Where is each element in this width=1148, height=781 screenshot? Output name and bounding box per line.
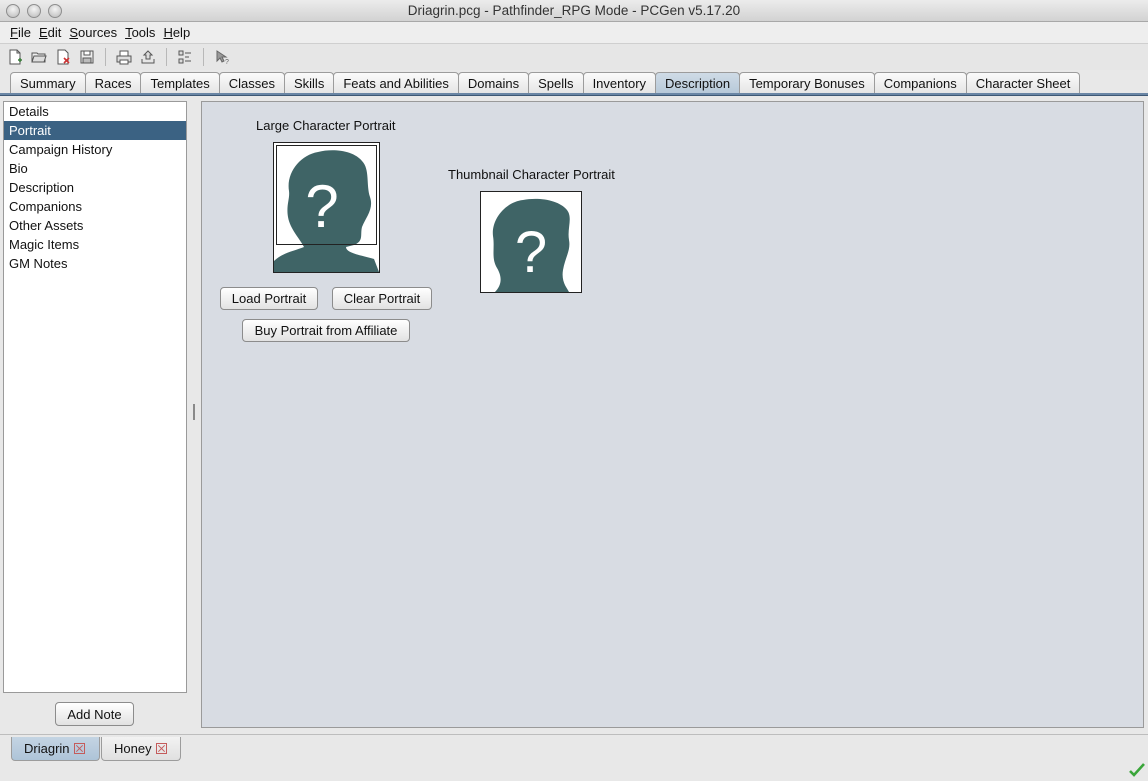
tab-races[interactable]: Races [84, 72, 142, 94]
sidebar-item-description[interactable]: Description [9, 180, 75, 195]
load-portrait-button[interactable]: Load Portrait [220, 287, 318, 310]
svg-text:?: ? [305, 173, 338, 240]
tab-temporary-bonuses[interactable]: Temporary Bonuses [739, 72, 875, 94]
toolbar-separator [166, 48, 167, 66]
character-tab-label: Driagrin [24, 741, 70, 756]
sidebar-item-other-assets[interactable]: Other Assets [9, 218, 84, 233]
portrait-silhouette-icon: ? [274, 150, 379, 272]
character-tab-strip: Driagrin Honey [0, 734, 1148, 781]
menu-label: elp [172, 25, 191, 40]
add-note-button[interactable]: Add Note [55, 702, 134, 726]
tab-underline [0, 93, 1148, 96]
menu-mnemonic: E [38, 25, 48, 40]
menu-label: ources [78, 25, 118, 40]
tab-companions[interactable]: Companions [873, 72, 967, 94]
close-tab-icon[interactable] [155, 743, 167, 754]
open-icon[interactable] [28, 46, 50, 68]
large-portrait-image[interactable]: ? [273, 142, 380, 273]
menu-mnemonic: S [69, 25, 79, 40]
menu-mnemonic: F [10, 25, 18, 40]
character-tab-label: Honey [114, 741, 152, 756]
toolbar-separator [203, 48, 204, 66]
menu-sources[interactable]: Sources [65, 25, 121, 40]
menu-mnemonic: H [163, 25, 173, 40]
thumbnail-portrait-image: ? [480, 191, 582, 293]
clear-portrait-button[interactable]: Clear Portrait [332, 287, 432, 310]
tab-summary[interactable]: Summary [10, 72, 86, 94]
portrait-panel: Large Character Portrait ? Load Portrait… [201, 101, 1144, 728]
svg-text:?: ? [225, 59, 229, 65]
menu-label: ile [17, 25, 31, 40]
sidebar-item-portrait[interactable]: Portrait [4, 121, 186, 140]
menu-mnemonic: T [125, 25, 132, 40]
close-icon[interactable] [52, 46, 74, 68]
svg-text:?: ? [515, 220, 547, 285]
menu-edit[interactable]: Edit [35, 25, 65, 40]
sidebar-item-campaign-history[interactable]: Campaign History [9, 142, 113, 157]
window-controls [6, 4, 62, 18]
sidebar-item-details[interactable]: Details [9, 104, 49, 119]
crop-rectangle[interactable] [276, 145, 377, 245]
split-pane-divider[interactable] [190, 96, 197, 734]
title-bar: Driagrin.pcg - Pathfinder_RPG Mode - PCG… [0, 0, 1148, 22]
sidebar-item-magic-items[interactable]: Magic Items [9, 237, 80, 252]
window-title: Driagrin.pcg - Pathfinder_RPG Mode - PCG… [407, 3, 741, 18]
preferences-icon[interactable] [174, 46, 196, 68]
divider-grip[interactable] [193, 404, 195, 420]
zoom-window-button[interactable] [48, 4, 62, 18]
tab-description[interactable]: Description [655, 72, 741, 94]
status-ok-icon [1128, 762, 1146, 778]
buy-portrait-button[interactable]: Buy Portrait from Affiliate [242, 319, 410, 342]
sidebar-item-companions[interactable]: Companions [9, 199, 82, 214]
tab-spells[interactable]: Spells [528, 72, 584, 94]
export-icon[interactable] [137, 46, 159, 68]
sidebar-item-gm-notes[interactable]: GM Notes [9, 256, 68, 271]
tab-skills[interactable]: Skills [283, 72, 335, 94]
character-tab-honey[interactable]: Honey [101, 737, 181, 761]
minimize-window-button[interactable] [27, 4, 41, 18]
print-icon[interactable] [113, 46, 135, 68]
menu-help[interactable]: Help [159, 25, 194, 40]
menu-label: dit [47, 25, 62, 40]
tab-classes[interactable]: Classes [218, 72, 285, 94]
toolbar-separator [105, 48, 106, 66]
tab-character-sheet[interactable]: Character Sheet [965, 72, 1081, 94]
sidebar-item-bio[interactable]: Bio [9, 161, 28, 176]
close-tab-icon[interactable] [73, 743, 85, 754]
toolbar: ? [0, 44, 1148, 70]
large-portrait-label: Large Character Portrait [256, 118, 396, 133]
context-help-icon[interactable]: ? [211, 46, 233, 68]
tab-templates[interactable]: Templates [140, 72, 220, 94]
new-character-icon[interactable] [4, 46, 26, 68]
save-icon[interactable] [76, 46, 98, 68]
menu-tools[interactable]: Tools [121, 25, 159, 40]
thumbnail-silhouette-icon: ? [492, 198, 570, 292]
tab-feats-and-abilities[interactable]: Feats and Abilities [333, 72, 459, 94]
thumbnail-portrait-label: Thumbnail Character Portrait [448, 167, 615, 182]
close-window-button[interactable] [6, 4, 20, 18]
character-tab-driagrin[interactable]: Driagrin [11, 737, 100, 761]
menu-label: ools [131, 25, 156, 40]
menu-file[interactable]: File [6, 25, 35, 40]
tab-inventory[interactable]: Inventory [582, 72, 657, 94]
tab-domains[interactable]: Domains [457, 72, 530, 94]
